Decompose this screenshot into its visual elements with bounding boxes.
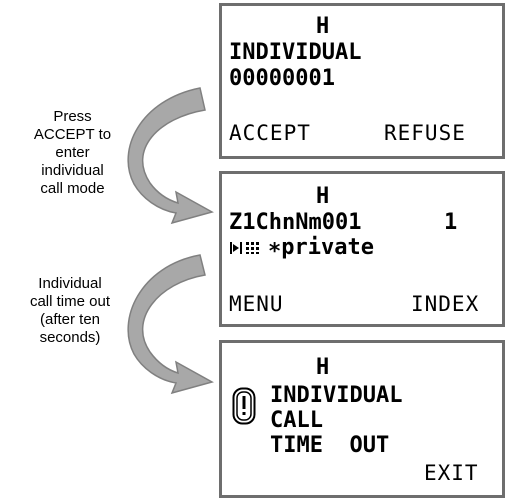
accept-caption: Press ACCEPT to enter individual call mo… bbox=[0, 108, 145, 198]
call-type-label: INDIVIDUAL bbox=[270, 383, 403, 408]
accept-flow-arrow bbox=[127, 87, 214, 225]
individual-call-screen: H Z1ChnNm001 1 ∗private MENU INDEX bbox=[219, 171, 505, 327]
exclamation-alert-icon bbox=[232, 387, 256, 425]
index-softkey[interactable]: INDEX bbox=[411, 292, 480, 316]
privacy-status: ∗private bbox=[268, 235, 374, 260]
exit-softkey[interactable]: EXIT bbox=[424, 461, 479, 485]
call-type-label: INDIVIDUAL bbox=[229, 40, 362, 65]
caption-line: (after ten bbox=[39, 311, 101, 328]
caption-line: seconds) bbox=[39, 329, 101, 346]
channel-name: Z1ChnNm001 bbox=[229, 210, 362, 235]
refuse-softkey[interactable]: REFUSE bbox=[384, 121, 466, 145]
caption-line: call time out bbox=[29, 293, 111, 310]
timeout-flow-arrow bbox=[127, 254, 214, 395]
caption-line: call mode bbox=[40, 180, 105, 197]
screen-header: H bbox=[316, 355, 330, 380]
channel-number: 1 bbox=[444, 210, 458, 235]
incoming-call-screen: H INDIVIDUAL 00000001 ACCEPT REFUSE bbox=[219, 3, 505, 159]
accept-softkey[interactable]: ACCEPT bbox=[229, 121, 311, 145]
caption-line: individual bbox=[41, 162, 104, 179]
call-timeout-screen: H INDIVIDUAL CALL TIME OUT EXIT bbox=[219, 340, 505, 498]
caption-line: enter bbox=[55, 144, 90, 161]
scan-grid-icon bbox=[230, 242, 259, 254]
screen-header: H bbox=[316, 184, 330, 209]
caption-line: Individual bbox=[38, 275, 102, 292]
call-label: CALL bbox=[270, 408, 323, 433]
caption-line: Press bbox=[53, 108, 92, 125]
menu-softkey[interactable]: MENU bbox=[229, 292, 284, 316]
timeout-label: TIME OUT bbox=[270, 433, 390, 458]
screen-header: H bbox=[316, 14, 330, 39]
timeout-caption: Individual call time out (after ten seco… bbox=[0, 275, 140, 347]
caption-line: ACCEPT to bbox=[33, 126, 112, 143]
caller-id: 00000001 bbox=[229, 66, 335, 91]
